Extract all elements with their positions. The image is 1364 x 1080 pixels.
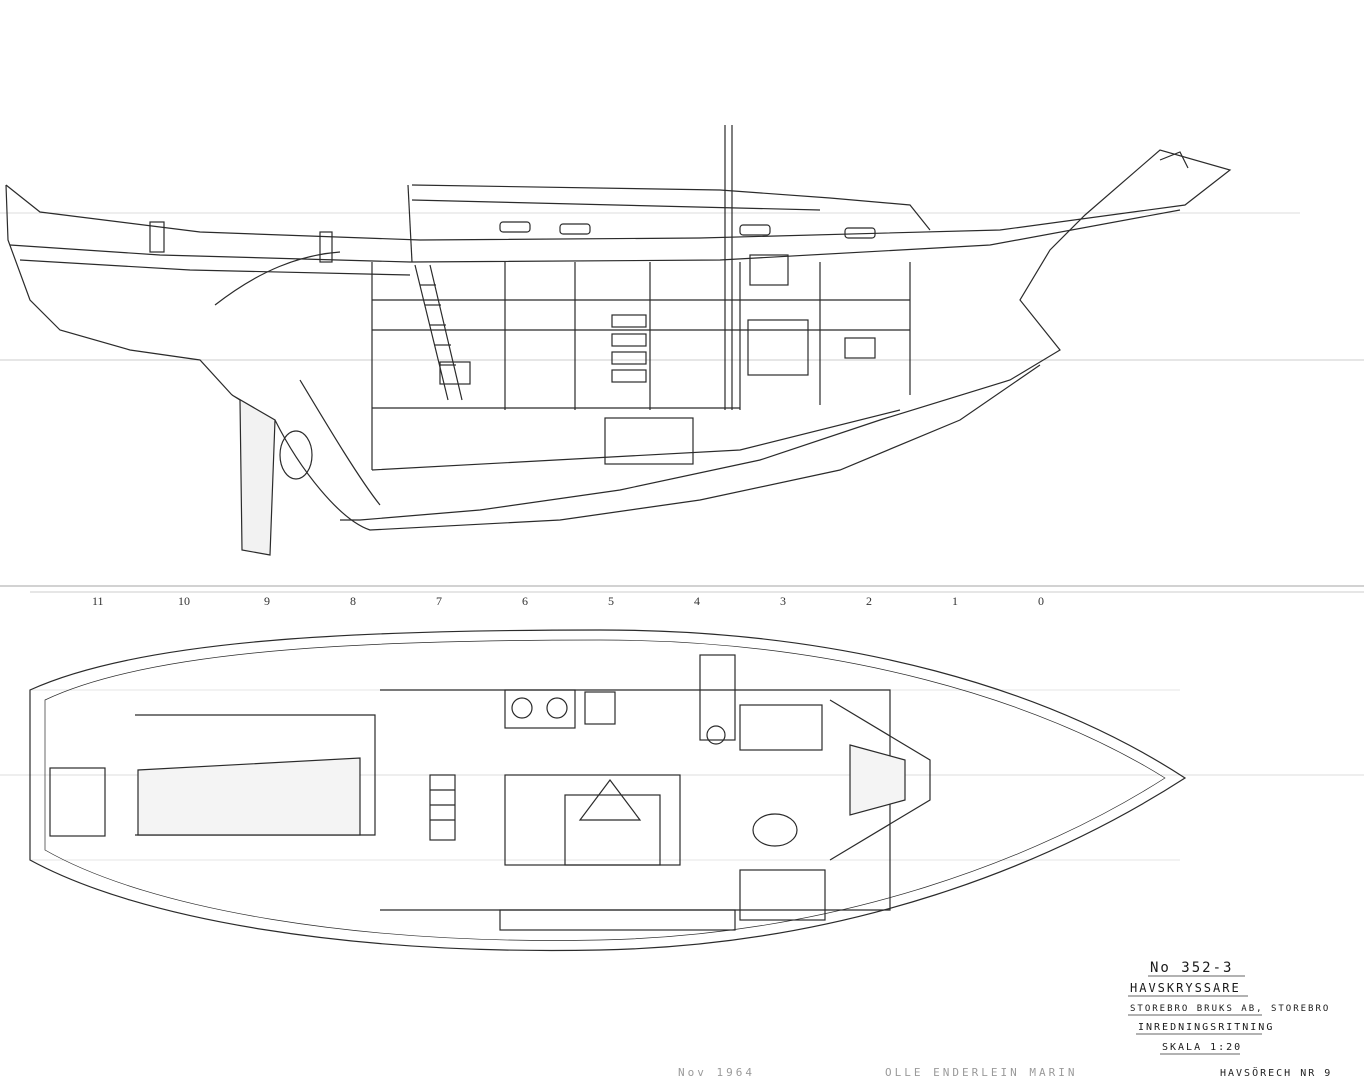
station-7: 7	[436, 594, 442, 608]
station-4: 4	[694, 594, 700, 608]
profile-view	[0, 125, 1364, 587]
footer-date: Nov 1964	[678, 1066, 755, 1079]
station-2: 2	[866, 594, 872, 608]
station-1: 1	[952, 594, 958, 608]
station-9: 9	[264, 594, 270, 608]
shipyard: STOREBRO BRUKS AB, STOREBRO	[1130, 1004, 1330, 1014]
drawing-scale: SKALA 1:20	[1162, 1042, 1242, 1053]
station-0: 0	[1038, 594, 1044, 608]
station-3: 3	[780, 594, 786, 608]
station-scale: 11 10 9 8 7 6 5 4 3 2 1 0	[30, 591, 1364, 608]
footer-note: HAVSÖRECH NR 9	[1220, 1066, 1332, 1079]
station-11: 11	[92, 594, 104, 608]
station-5: 5	[608, 594, 614, 608]
vessel-type: HAVSKRYSSARE	[1130, 981, 1241, 995]
footer-designer: OLLE ENDERLEIN MARIN	[885, 1066, 1077, 1079]
sheet-title: INREDNINGSRITNING	[1138, 1022, 1274, 1033]
drawing-number: No 352-3	[1150, 960, 1233, 976]
station-8: 8	[350, 594, 356, 608]
station-10: 10	[178, 594, 190, 608]
plan-view	[0, 629, 1364, 952]
title-block: No 352-3 HAVSKRYSSARE STOREBRO BRUKS AB,…	[1128, 960, 1330, 1055]
station-6: 6	[522, 594, 528, 608]
footer: Nov 1964 OLLE ENDERLEIN MARIN HAVSÖRECH …	[678, 1066, 1332, 1079]
